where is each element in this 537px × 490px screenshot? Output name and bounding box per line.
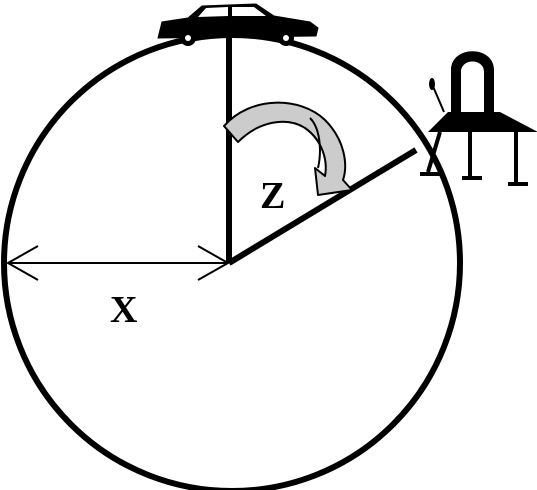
- radius-measure-arrow: [5, 245, 231, 281]
- alien-icon: [420, 51, 537, 186]
- radius-label: X: [110, 289, 137, 331]
- angle-label: Z: [260, 175, 285, 217]
- radius-line-slanted: [227, 147, 418, 266]
- car-icon: [157, 3, 319, 46]
- curved-arrow-icon: [223, 101, 353, 196]
